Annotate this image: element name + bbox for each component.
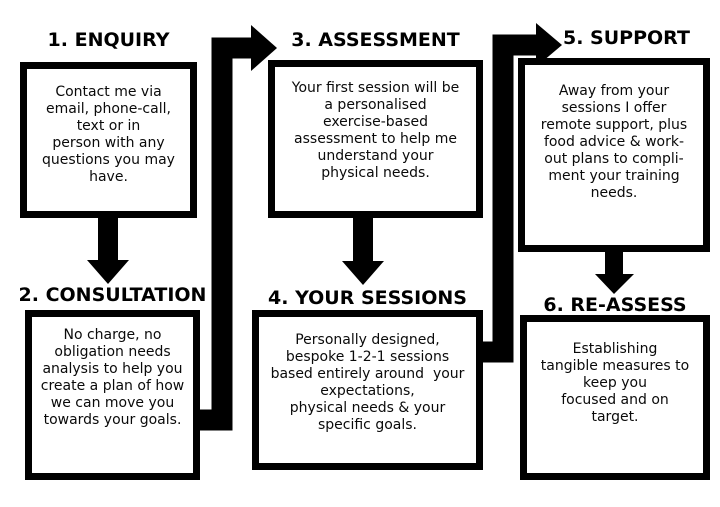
step-3-assessment-body: Your first session will be a personalise… [291,80,460,181]
step-5-support-title: 5. SUPPORT [563,27,690,49]
elbow-arrow-icon-step2-to-step3 [195,25,277,431]
step-1-enquiry-title: 1. ENQUIRY [47,29,170,51]
down-arrow-icon-step1-to-step2 [87,218,129,284]
step-5-support-body: Away from your sessions I offer remote s… [540,83,688,201]
step-2-consultation-body: No charge, no obligation needs analysis … [40,327,185,428]
step-3-assessment-box: Your first session will be a personalise… [268,60,483,218]
step-4-your-sessions-box: Personally designed, bespoke 1-2-1 sessi… [252,310,483,470]
step-6-re-assess-box: Establishing tangible measures to keep y… [520,315,710,480]
step-1-enquiry-body: Contact me via email, phone-call, text o… [42,84,175,185]
step-5-support-box: Away from your sessions I offer remote s… [518,58,710,252]
step-6-re-assess-body: Establishing tangible measures to keep y… [540,341,690,425]
elbow-arrow-icon-step4-to-step5 [480,23,562,363]
down-arrow-icon-step3-to-step4 [342,218,384,285]
down-arrow-icon-step5-to-step6 [595,252,634,294]
step-4-your-sessions-title: 4. YOUR SESSIONS [268,287,467,309]
step-2-consultation-title: 2. CONSULTATION [18,284,207,306]
step-1-enquiry-box: Contact me via email, phone-call, text o… [20,62,197,218]
step-2-consultation-box: No charge, no obligation needs analysis … [25,310,200,480]
step-3-assessment-title: 3. ASSESSMENT [291,29,460,51]
step-6-re-assess-title: 6. RE-ASSESS [543,294,687,316]
step-4-your-sessions-body: Personally designed, bespoke 1-2-1 sessi… [270,332,465,433]
